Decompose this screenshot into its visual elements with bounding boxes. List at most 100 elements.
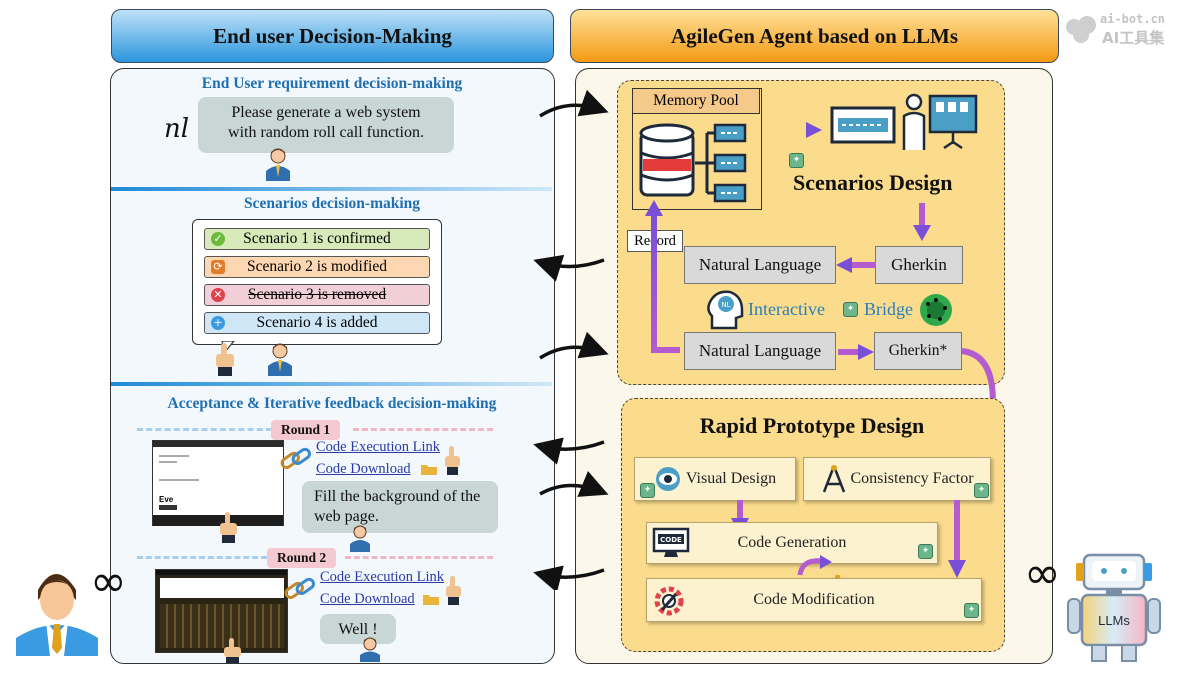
round1-shot-text: Eve bbox=[159, 495, 174, 504]
acceptance-title: Acceptance & Iterative feedback decision… bbox=[167, 395, 497, 412]
arrow-to-agent-3 bbox=[539, 471, 609, 497]
request-bubble: Please generate a web system with random… bbox=[198, 97, 454, 153]
pointer-hand-icon bbox=[216, 343, 234, 376]
round2-dash-right bbox=[345, 556, 493, 559]
feedback-bubble-2: Well ! bbox=[320, 614, 396, 644]
llm-robot-icon: LLMs bbox=[1067, 553, 1161, 662]
presenter-icon bbox=[902, 93, 978, 150]
end-user-header: End user Decision-Making bbox=[111, 9, 554, 63]
scenario-screen-icon bbox=[830, 106, 896, 144]
request-line1: Please generate a web system bbox=[231, 104, 421, 121]
scenario-4[interactable]: + Scenario 4 is added bbox=[204, 312, 430, 334]
code-modification-card[interactable]: Code Modification bbox=[646, 578, 982, 622]
round1-screenshot[interactable]: Eve bbox=[152, 440, 284, 526]
code-monitor-badge: CODE bbox=[660, 536, 682, 544]
gpt-icon-4: ✦ bbox=[974, 483, 989, 498]
cucumber-icon bbox=[920, 294, 952, 326]
shot-banner bbox=[160, 578, 284, 598]
head-brain-badge: NL bbox=[721, 301, 730, 309]
chain-link-icon-2 bbox=[284, 577, 315, 599]
feedback1-line1: Fill the background of the bbox=[314, 488, 481, 505]
pointer-hand-icon-4 bbox=[446, 576, 461, 605]
gpt-icon-1: ✦ bbox=[789, 153, 804, 168]
memory-pool-box: Memory Pool bbox=[632, 88, 762, 210]
user-avatar-icon-3 bbox=[350, 525, 370, 552]
scenarios-title: Scenarios decision-making bbox=[243, 195, 421, 212]
feedback2-text: Well ! bbox=[338, 621, 378, 638]
watermark-line2: AI工具集 bbox=[1102, 29, 1165, 47]
database-icon bbox=[639, 123, 747, 203]
code-modification-label: Code Modification bbox=[753, 591, 875, 608]
code-generation-label: Code Generation bbox=[737, 534, 847, 551]
arrow-to-agent-1 bbox=[539, 90, 609, 118]
code-generation-card[interactable]: Code Generation bbox=[646, 522, 938, 564]
round1-dash-left bbox=[137, 428, 272, 431]
llm-robot-label: LLMs bbox=[1098, 613, 1130, 628]
round1-download-link[interactable]: Code Download bbox=[316, 461, 411, 477]
round2-dash-left bbox=[137, 556, 267, 559]
user-avatar-icon bbox=[266, 148, 290, 181]
shot-line bbox=[159, 461, 177, 463]
round2-download-link[interactable]: Code Download bbox=[320, 591, 415, 607]
pointer-hand-icon-2 bbox=[445, 446, 460, 475]
request-line2: with random roll call function. bbox=[228, 124, 424, 141]
end-user-figure-icon bbox=[16, 574, 98, 656]
scenario-3-label: Scenario 3 is removed bbox=[247, 286, 387, 303]
round1-dash-right bbox=[353, 428, 493, 431]
plus-icon: + bbox=[211, 316, 225, 330]
purple-arrow-left bbox=[836, 257, 876, 273]
nl-symbol: nl bbox=[164, 114, 190, 144]
arrow-to-agent-2 bbox=[539, 331, 609, 360]
user-avatar-icon-2 bbox=[268, 343, 292, 376]
rapid-prototype-title: Rapid Prototype Design bbox=[699, 413, 925, 438]
watermark-logo-icon bbox=[1066, 16, 1096, 43]
gpt-icon-6: ✦ bbox=[964, 603, 979, 618]
round1-badge: Round 1 bbox=[271, 420, 341, 440]
scenario-4-label: Scenario 4 is added bbox=[256, 314, 378, 331]
round2-execution-link[interactable]: Code Execution Link bbox=[320, 569, 445, 585]
visual-design-label: Visual Design bbox=[685, 470, 777, 487]
gherkin-box[interactable]: Gherkin bbox=[875, 246, 963, 284]
natural-language-top-box[interactable]: Natural Language bbox=[684, 246, 836, 284]
section-divider-1 bbox=[111, 187, 552, 191]
arrow-to-user-3 bbox=[533, 565, 605, 590]
scenario-3[interactable]: ✕ Scenario 3 is removed bbox=[204, 284, 430, 306]
shot-line bbox=[159, 479, 199, 481]
feedback1-line2: web page. bbox=[314, 508, 379, 525]
purple-arrow-memory-to-scenario bbox=[764, 122, 822, 138]
round2-screenshot[interactable] bbox=[155, 569, 288, 653]
scenario-2[interactable]: ⟳ Scenario 2 is modified bbox=[204, 256, 430, 278]
scenarios-design-title: Scenarios Design bbox=[793, 170, 953, 195]
shot-topbar bbox=[156, 570, 287, 575]
gpt-icon-3: ✦ bbox=[640, 483, 655, 498]
gear-wrench-icon bbox=[654, 586, 684, 616]
pointer-hand-icon-3 bbox=[220, 512, 237, 543]
compass-icon bbox=[823, 465, 846, 493]
purple-arrow-right bbox=[838, 344, 874, 360]
infinity-left: ∞ bbox=[90, 556, 127, 607]
interaction-arrows bbox=[533, 90, 609, 590]
shot-body bbox=[160, 604, 284, 648]
agilegen-header-label: AgileGen Agent based on LLMs bbox=[670, 23, 959, 48]
scenario-1[interactable]: ✓ Scenario 1 is confirmed bbox=[204, 228, 430, 250]
consistency-factor-card[interactable]: Consistency Factor bbox=[803, 457, 991, 501]
feedback-bubble-1: Fill the background of the web page. bbox=[302, 481, 498, 533]
round2-badge: Round 2 bbox=[267, 548, 337, 568]
gherkin-star-box[interactable]: Gherkin* bbox=[874, 332, 962, 370]
shot-footer bbox=[153, 515, 283, 526]
bridge-label: Bridge bbox=[864, 299, 913, 319]
shot-button bbox=[159, 505, 177, 510]
scenario-1-label: Scenario 1 is confirmed bbox=[243, 230, 391, 247]
pointer-hand-icon-5 bbox=[224, 638, 241, 663]
interactive-label: Interactive bbox=[748, 299, 825, 319]
visual-design-card[interactable]: Visual Design bbox=[634, 457, 796, 501]
user-avatar-icon-4 bbox=[360, 637, 380, 662]
purple-arrow-down-1 bbox=[913, 203, 931, 241]
scenario-2-label: Scenario 2 is modified bbox=[247, 258, 387, 275]
round1-execution-link[interactable]: Code Execution Link bbox=[316, 439, 441, 455]
memory-pool-label: Memory Pool bbox=[632, 88, 760, 114]
shot-topbar bbox=[153, 441, 283, 447]
watermark: ai-bot.cn AI工具集 bbox=[1062, 10, 1192, 50]
natural-language-bottom-box[interactable]: Natural Language bbox=[684, 332, 836, 370]
agilegen-header: AgileGen Agent based on LLMs bbox=[570, 9, 1059, 63]
